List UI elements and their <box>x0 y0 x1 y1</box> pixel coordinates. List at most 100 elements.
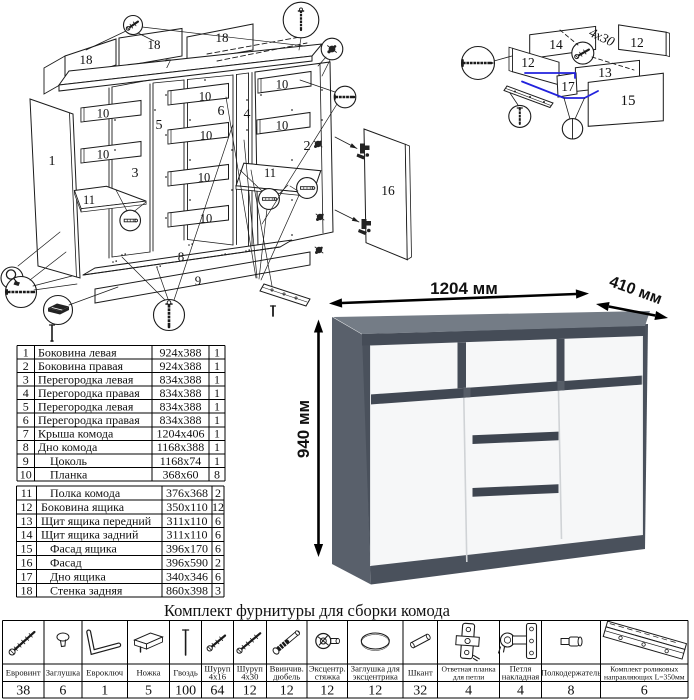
svg-text:Цоколь: Цоколь <box>50 454 88 468</box>
svg-text:11: 11 <box>83 193 95 207</box>
svg-text:3: 3 <box>132 166 139 181</box>
svg-text:накладная: накладная <box>502 672 539 682</box>
svg-text:1: 1 <box>214 454 220 468</box>
svg-text:10: 10 <box>276 78 289 92</box>
svg-text:эксцентрика: эксцентрика <box>353 672 398 682</box>
svg-text:16: 16 <box>21 556 33 570</box>
svg-text:Комплект фурнитуры для сборки: Комплект фурнитуры для сборки комода <box>164 601 451 620</box>
svg-text:Фасад: Фасад <box>50 556 82 570</box>
svg-text:396х170: 396х170 <box>166 542 208 556</box>
svg-text:1168х388: 1168х388 <box>157 440 205 454</box>
svg-text:Боковина ящика: Боковина ящика <box>41 500 125 514</box>
svg-text:834х388: 834х388 <box>160 373 202 387</box>
svg-text:1: 1 <box>214 386 220 400</box>
svg-text:100: 100 <box>175 684 196 699</box>
svg-text:Щит ящика задний: Щит ящика задний <box>41 528 139 542</box>
svg-text:2: 2 <box>215 556 221 570</box>
svg-text:1: 1 <box>49 154 56 169</box>
svg-text:Фасад ящика: Фасад ящика <box>50 542 118 556</box>
svg-text:834х388: 834х388 <box>160 413 202 427</box>
svg-text:5: 5 <box>145 684 152 699</box>
svg-text:Щит ящика передний: Щит ящика передний <box>41 514 152 528</box>
svg-text:17: 17 <box>561 79 575 94</box>
svg-text:18: 18 <box>216 30 229 45</box>
svg-text:376х368: 376х368 <box>166 486 208 500</box>
svg-text:13: 13 <box>598 65 612 80</box>
svg-text:2: 2 <box>23 359 29 373</box>
svg-text:11: 11 <box>264 166 276 180</box>
svg-text:8: 8 <box>178 249 185 264</box>
svg-text:Шуруп: Шуруп <box>204 664 230 674</box>
svg-text:14: 14 <box>549 37 563 52</box>
svg-text:9: 9 <box>23 454 29 468</box>
svg-text:6: 6 <box>215 569 221 583</box>
svg-text:6: 6 <box>59 684 66 699</box>
svg-text:1: 1 <box>214 413 220 427</box>
svg-text:15: 15 <box>21 542 33 556</box>
svg-text:Ответная планка: Ответная планка <box>442 665 497 674</box>
svg-text:10: 10 <box>200 129 213 143</box>
svg-text:32: 32 <box>413 684 427 699</box>
svg-text:Евровинт: Евровинт <box>6 668 41 678</box>
svg-text:Планка: Планка <box>50 467 88 481</box>
svg-text:340х346: 340х346 <box>166 569 208 583</box>
svg-text:11: 11 <box>21 486 33 500</box>
svg-text:10: 10 <box>276 119 289 133</box>
svg-text:311х110: 311х110 <box>166 514 207 528</box>
svg-text:368х60: 368х60 <box>163 467 199 481</box>
svg-text:924х388: 924х388 <box>160 359 202 373</box>
svg-text:3: 3 <box>215 583 221 597</box>
svg-text:1: 1 <box>214 345 220 359</box>
svg-text:1: 1 <box>214 427 220 441</box>
svg-text:10: 10 <box>20 467 32 481</box>
svg-text:311х110: 311х110 <box>166 528 207 542</box>
svg-text:834х388: 834х388 <box>160 400 202 414</box>
svg-text:2: 2 <box>304 139 311 154</box>
svg-text:4х30: 4х30 <box>241 672 258 682</box>
svg-text:Ножка: Ножка <box>136 668 160 678</box>
svg-text:Стенка задняя: Стенка задняя <box>50 583 123 597</box>
svg-text:Боковина правая: Боковина правая <box>38 359 124 373</box>
svg-text:17: 17 <box>21 569 33 583</box>
svg-text:10: 10 <box>198 171 211 185</box>
svg-text:Петля: Петля <box>510 664 532 674</box>
svg-text:12: 12 <box>280 684 294 699</box>
svg-text:12: 12 <box>368 684 382 699</box>
svg-text:7: 7 <box>23 427 29 441</box>
svg-text:6: 6 <box>23 413 29 427</box>
svg-text:Перегородка левая: Перегородка левая <box>38 400 134 414</box>
svg-text:16: 16 <box>381 183 395 198</box>
svg-text:Заглушка: Заглушка <box>46 668 80 678</box>
svg-text:10: 10 <box>97 148 110 162</box>
svg-text:4х16: 4х16 <box>209 672 227 682</box>
svg-text:12: 12 <box>320 684 334 699</box>
svg-text:8: 8 <box>23 440 29 454</box>
svg-text:1: 1 <box>23 345 29 359</box>
svg-text:8: 8 <box>214 467 220 481</box>
svg-text:Дно комода: Дно комода <box>38 440 98 454</box>
svg-text:18: 18 <box>21 583 33 597</box>
svg-text:6: 6 <box>215 542 221 556</box>
svg-text:1168х74: 1168х74 <box>160 454 202 468</box>
svg-text:18: 18 <box>148 37 161 52</box>
svg-text:2: 2 <box>215 486 221 500</box>
svg-text:396х590: 396х590 <box>166 556 208 570</box>
svg-text:1204 мм: 1204 мм <box>430 279 498 298</box>
svg-text:Перегородка левая: Перегородка левая <box>38 373 134 387</box>
svg-text:Боковина левая: Боковина левая <box>38 345 117 359</box>
svg-text:64: 64 <box>210 684 224 699</box>
svg-text:Полкодержатель: Полкодержатель <box>541 668 601 678</box>
svg-text:4: 4 <box>465 684 472 699</box>
svg-text:10: 10 <box>97 107 110 121</box>
svg-text:12: 12 <box>212 500 224 514</box>
svg-text:5: 5 <box>23 400 29 414</box>
svg-text:6: 6 <box>215 528 221 542</box>
svg-text:Полка комода: Полка комода <box>50 486 121 500</box>
svg-text:1: 1 <box>214 400 220 414</box>
svg-text:12: 12 <box>521 55 535 70</box>
svg-text:Шкант: Шкант <box>408 668 433 678</box>
svg-text:860х398: 860х398 <box>166 583 208 597</box>
svg-text:15: 15 <box>621 93 636 109</box>
svg-text:38: 38 <box>16 684 30 699</box>
svg-text:350х110: 350х110 <box>166 500 208 514</box>
